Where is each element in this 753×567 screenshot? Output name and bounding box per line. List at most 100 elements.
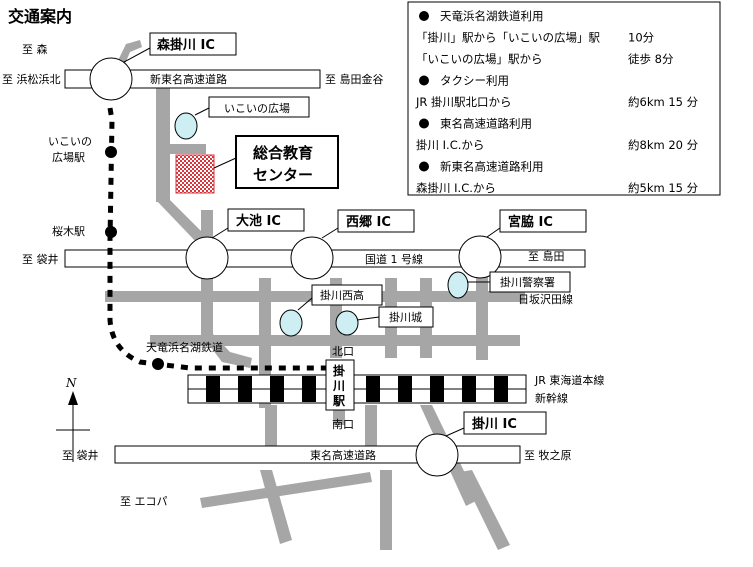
education-center-line1: 総合教育: [253, 144, 313, 162]
rail-tie-top: [206, 376, 220, 389]
access-row-label: 森掛川 I.C.から: [416, 181, 496, 195]
rail-tie-bottom: [462, 389, 476, 402]
compass-label: N: [65, 376, 77, 390]
ikoi-hiroba-marker: [174, 112, 198, 140]
mori-kakegawa-ic-box: [149, 32, 237, 56]
station-char-2: 川: [332, 379, 345, 393]
rail-tie-bottom: [494, 389, 508, 402]
jr-tokaido-label: JR 東海道本線: [534, 373, 604, 387]
ikoi-station-label-1: いこいの: [48, 135, 92, 148]
ikoi-station-dot: [105, 146, 117, 158]
dest-fukuroi-2: 至 袋井: [62, 448, 99, 462]
access-bullet-icon: [419, 161, 429, 172]
saigo-ic-circle: [290, 236, 334, 280]
miyawaki-ic-box: [499, 209, 587, 233]
kakegawa-ic-circle: [415, 433, 459, 477]
kakegawa-ic-label: 掛川 IC: [472, 416, 517, 432]
rail-tie-bottom: [270, 389, 284, 402]
station-char-3: 駅: [332, 394, 346, 408]
rail-tie-top: [270, 376, 284, 389]
miyawaki-ic-circle: [458, 235, 502, 279]
dest-mori: 至 森: [22, 42, 48, 56]
police-marker: [447, 271, 469, 299]
rail-tie-bottom: [430, 389, 444, 402]
road-horizontal-2: [150, 335, 520, 346]
road-miyawaki-south: [476, 275, 488, 360]
dest-fukuroi-1: 至 袋井: [22, 252, 59, 266]
education-center-marker: [175, 154, 215, 194]
compass-arrow-icon: [68, 391, 78, 405]
oike-ic-box: [227, 208, 305, 232]
road-south-diag-2: [260, 470, 292, 544]
kakegawa-jo-marker: [335, 310, 359, 336]
minamiguchi-label: 南口: [332, 418, 354, 431]
education-center-line2: センター: [253, 166, 313, 184]
road-south-1: [265, 405, 277, 450]
rail-tie-top: [366, 376, 380, 389]
access-bullet-icon: [419, 118, 429, 129]
oike-ic-label: 大池 IC: [236, 213, 281, 229]
access-info-box: [407, 1, 721, 196]
rail-tie-top: [430, 376, 444, 389]
tenhama-railway: [107, 107, 326, 371]
dest-shimada: 至 島田: [528, 249, 565, 263]
access-bullet-icon: [419, 75, 429, 86]
kakegawa-station-box: [325, 359, 355, 411]
kakegawa-nishi-label: 掛川西高: [320, 288, 364, 302]
tomei-label: 東名高速道路: [310, 448, 376, 462]
education-center-box: [235, 135, 339, 189]
rail-tie-top: [494, 376, 508, 389]
shinkansen-label: 新幹線: [535, 391, 568, 405]
tenhama-kakegawa-dot: [152, 358, 164, 370]
road-south-2: [365, 405, 377, 450]
rail-tie-bottom: [398, 389, 412, 402]
access-row-label: 新東名高速道路利用: [440, 160, 544, 174]
access-row-label: 東名高速道路利用: [440, 117, 532, 131]
road-to-ecopa: [200, 472, 372, 508]
oike-ic-circle: [185, 236, 229, 280]
rail-tie-bottom: [206, 389, 220, 402]
access-row-value: 約8km 20 分: [628, 138, 699, 152]
tenhama-label: 天竜浜名湖鉄道: [146, 340, 223, 354]
route1-label: 国道 1 号線: [365, 252, 423, 266]
road-oike-north: [201, 210, 213, 240]
rail-tie-bottom: [238, 389, 252, 402]
mori-kakegawa-ic-label: 森掛川 IC: [157, 37, 215, 53]
ikoi-station-label-2: 広場駅: [52, 151, 85, 164]
dest-ecopa: 至 エコパ: [120, 495, 168, 508]
kakegawa-ic-box: [463, 411, 547, 435]
rail-tie-bottom: [302, 389, 316, 402]
road-center-access: [166, 144, 206, 154]
miyawaki-ic-label: 宮脇 IC: [508, 214, 553, 230]
kakegawa-nishi-marker: [279, 309, 303, 337]
dest-makinohara: 至 牧之原: [524, 448, 572, 462]
police-box: [489, 271, 571, 293]
access-row-value: 徒歩 8分: [628, 52, 674, 66]
road-oike-south: [201, 278, 213, 338]
road-south-3: [380, 470, 392, 550]
kakegawa-jo-label: 掛川城: [389, 310, 422, 324]
rail-tie-top: [398, 376, 412, 389]
access-row-label: タクシー利用: [440, 74, 509, 88]
saigo-ic-label: 西郷 IC: [346, 215, 391, 230]
station-char-1: 掛: [333, 363, 346, 378]
hisaka-label: 日坂沢田線: [518, 292, 573, 306]
road-mori-south: [156, 82, 170, 202]
kakegawa-jo-box: [378, 306, 434, 328]
access-bullet-icon: [419, 11, 429, 21]
sakuragi-station-dot: [105, 226, 117, 238]
access-row-label: 「掛川」駅から「いこいの広場」駅: [416, 31, 600, 45]
dest-shimada-kanaya: 至 島田金谷: [325, 72, 384, 86]
dest-hamamatsu-kita: 至 浜松浜北: [2, 72, 61, 86]
ikoi-hiroba-box: [208, 96, 310, 118]
compass: N: [56, 376, 90, 462]
access-row-label: 天竜浜名湖鉄道利用: [440, 9, 544, 23]
saigo-ic-box: [337, 209, 415, 233]
rail-tie-top: [462, 376, 476, 389]
rail-tie-bottom: [366, 389, 380, 402]
mori-kakegawa-ic-circle: [89, 57, 133, 101]
road-south-diag-3: [460, 470, 510, 550]
rail-tie-top: [302, 376, 316, 389]
